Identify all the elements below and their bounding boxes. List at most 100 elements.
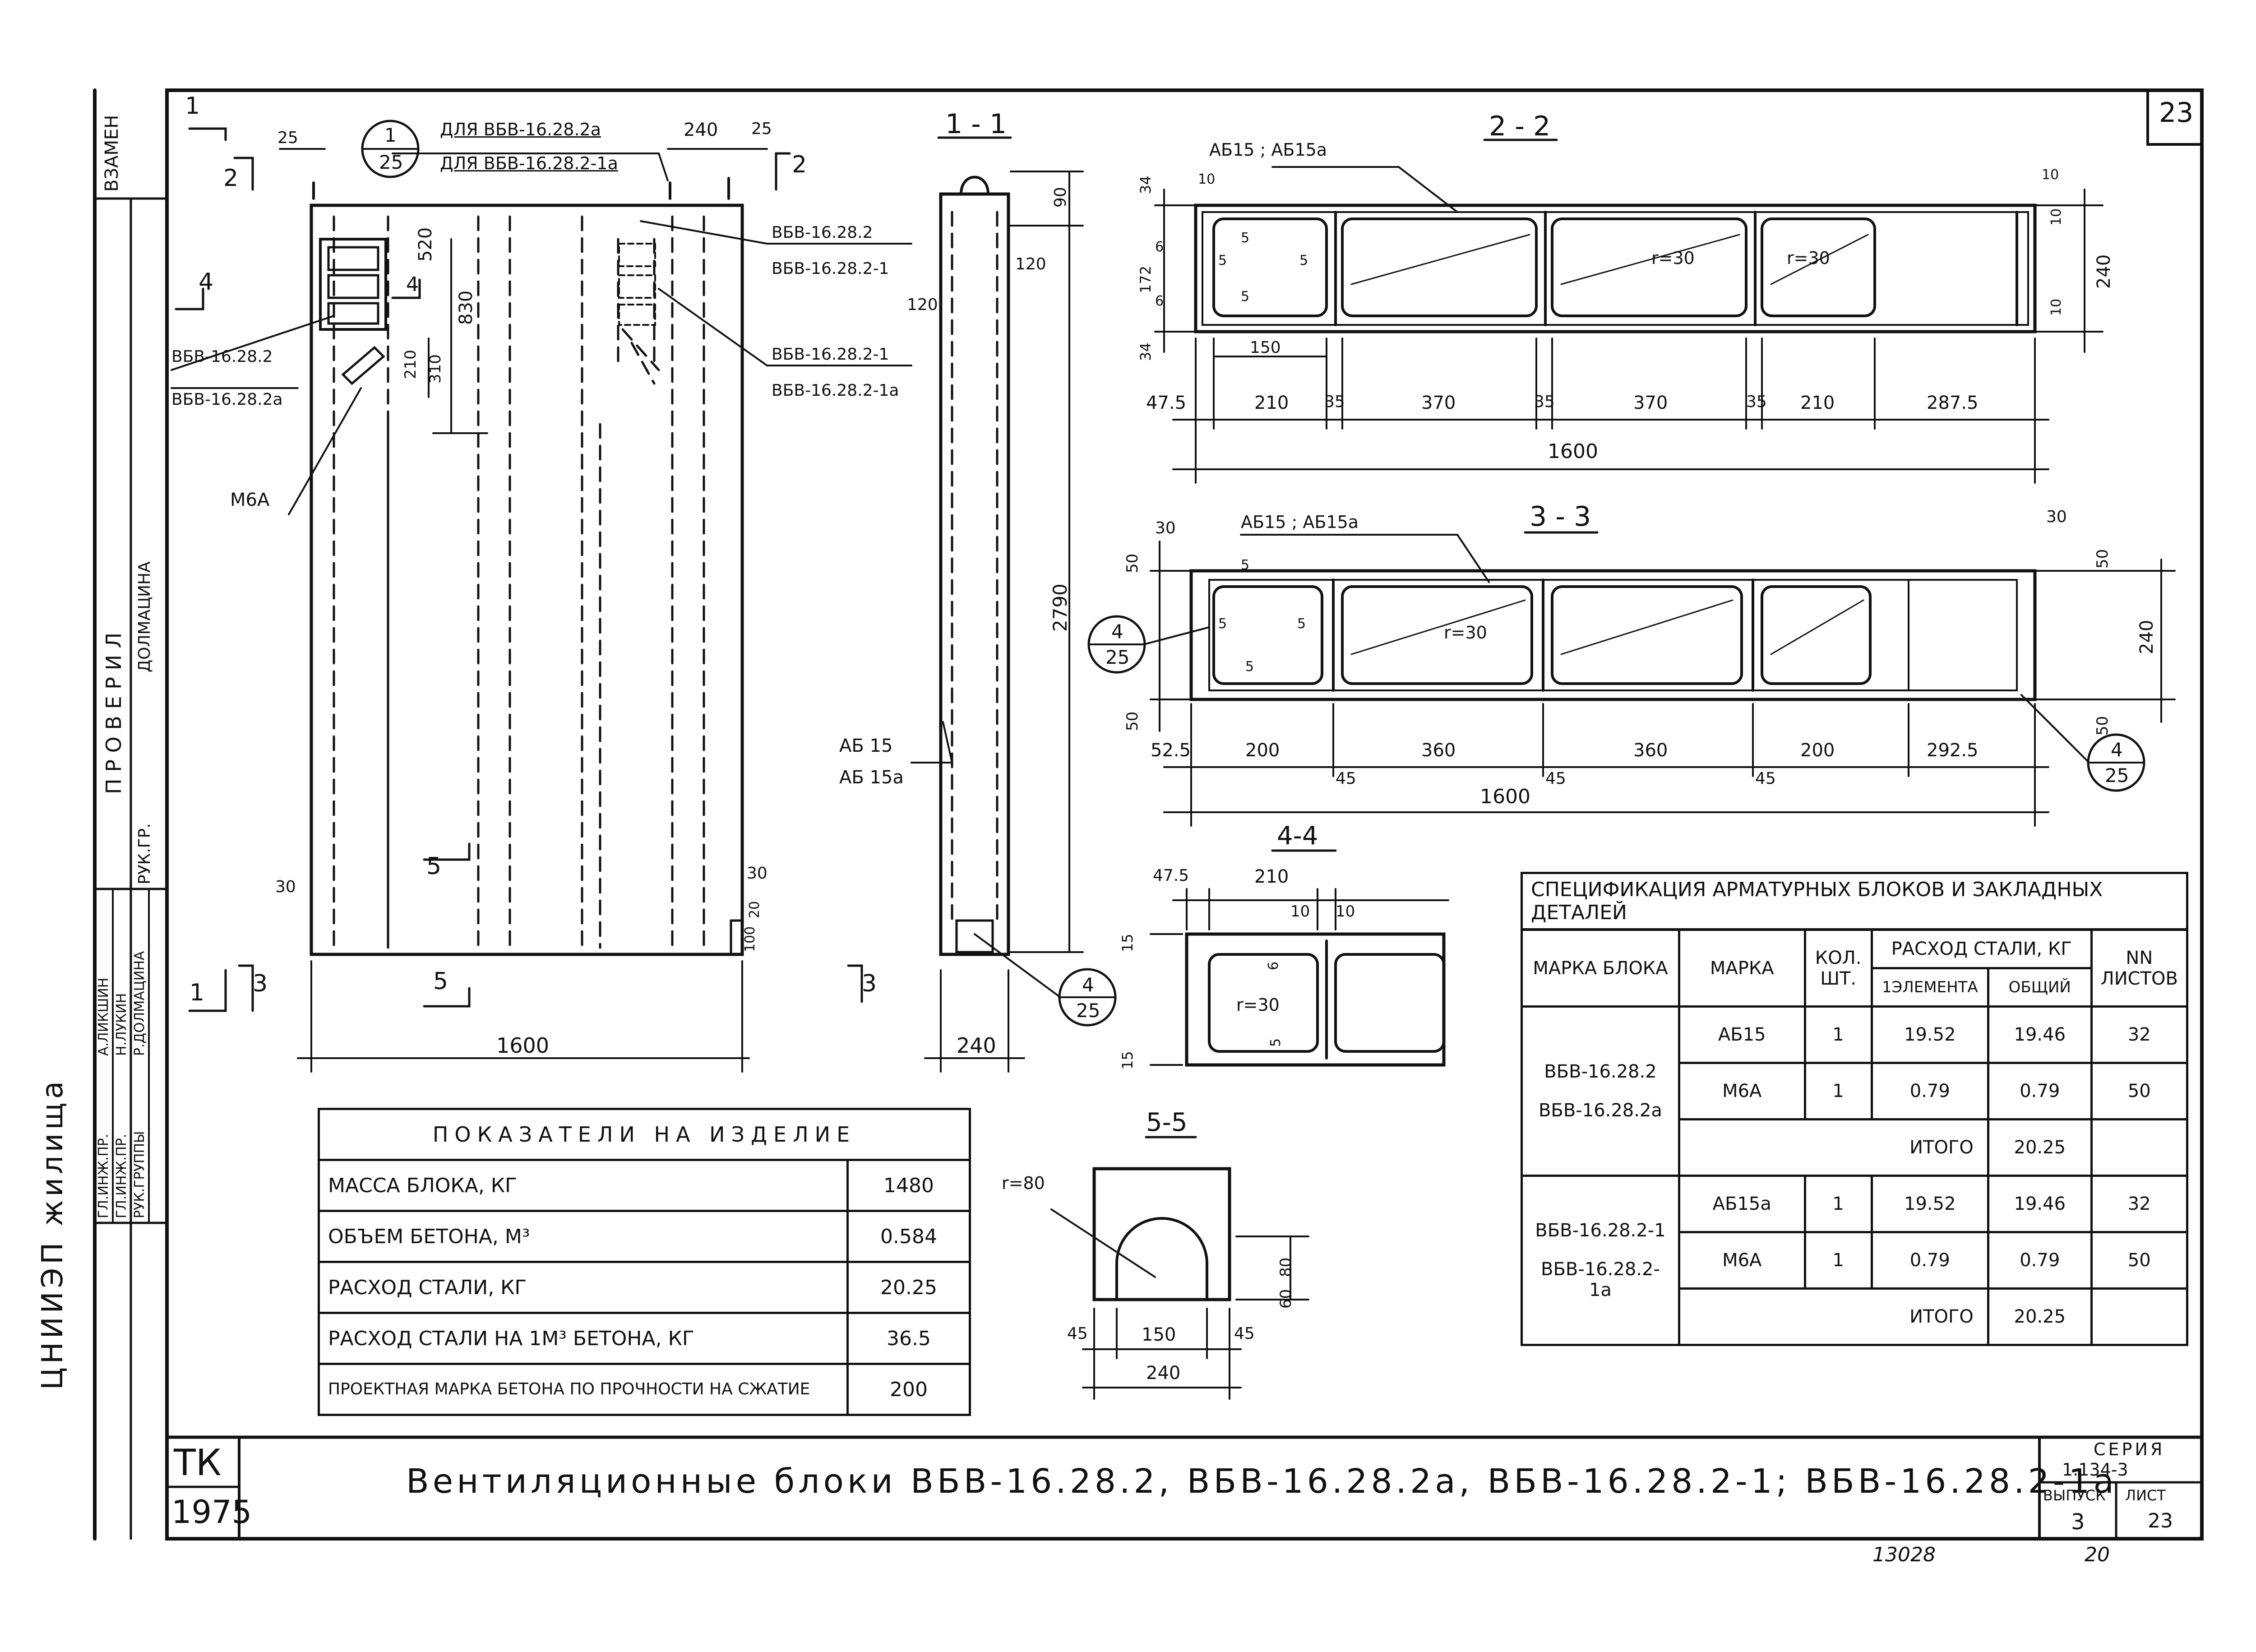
spec-total: 19.46	[1987, 1005, 2093, 1064]
s22-dim-l3: 6	[1155, 293, 1164, 309]
drawing-title: Вентиляционные блоки ВБВ-16.28.2, ВБВ-16…	[406, 1462, 2117, 1501]
s33-radius: r=30	[1444, 623, 1487, 643]
spec-one: 19.52	[1870, 1005, 1989, 1064]
callout-top-num: 1	[384, 124, 397, 146]
spec-head-mark: МАРКА	[1678, 928, 1806, 1008]
s22-dim-b0: 47.5	[1146, 393, 1187, 413]
table-row: ВБВ-16.28.2 ВБВ-16.28.2а АБ15 1 19.52 19…	[1521, 1005, 2189, 1177]
proverila-label: П Р О В Е Р И Л	[102, 632, 126, 794]
s22-dim-r1: 10	[2048, 298, 2064, 316]
note-a1: ДЛЯ ВБВ-16.28.2а	[440, 120, 601, 139]
s33-dim-b1: 200	[1245, 740, 1280, 761]
spec-mark: АБ15	[1678, 1005, 1806, 1064]
s22-total: 1600	[1548, 440, 1598, 463]
spec-one: 0.79	[1870, 1062, 1989, 1120]
signer-1-name: А.ЛИКШИН	[96, 977, 111, 1056]
elev-dim-310: 310	[426, 354, 444, 384]
s33-dim-r2: 240	[2136, 620, 2157, 654]
elev-dim-20: 20	[747, 901, 763, 918]
s44-dim-210: 210	[1254, 866, 1289, 887]
spec-sheet: 32	[2090, 1175, 2189, 1233]
signer-3-name: Р.ДОЛМАЦИНА	[132, 951, 148, 1056]
section-5-5-outline	[1092, 1167, 1231, 1301]
indicator-value: 1480	[846, 1159, 971, 1212]
s33-dim-r0: 30	[2046, 508, 2067, 526]
archive-number-2: 20	[2085, 1543, 2110, 1566]
s22-dim-r2: 240	[2094, 254, 2114, 289]
s11-rebar-1: АБ 15	[839, 736, 893, 756]
cut-mark-2-right: 2	[792, 151, 807, 178]
section-1-1-title: 1 - 1	[945, 108, 1007, 140]
issue-label: ВЫПУСК	[2043, 1487, 2106, 1504]
spec-sheet: 50	[2090, 1062, 2189, 1120]
s22-rebar: АБ15 ; АБ15а	[1209, 140, 1327, 160]
s33-callout-r-den: 25	[2105, 764, 2129, 787]
spec-mark: АБ15а	[1678, 1175, 1806, 1233]
spec-sheet: 32	[2090, 1005, 2189, 1064]
spec-block-cell: ВБВ-16.28.2-1 ВБВ-16.28.2-1а	[1521, 1175, 1680, 1346]
elev-dim-210: 210	[402, 350, 420, 379]
s22-dim-l2: 172	[1137, 265, 1154, 293]
s22-dim-b1: 210	[1254, 393, 1289, 413]
s33-dim-l1: 50	[1123, 553, 1142, 573]
cut-mark-3-left: 3	[253, 970, 268, 997]
spec-total: 0.79	[1987, 1231, 2093, 1290]
cut-mark-5-lower: 5	[433, 968, 448, 995]
table-row: ПРОЕКТНАЯ МАРКА БЕТОНА ПО ПРОЧНОСТИ НА С…	[318, 1363, 971, 1416]
archive-number: 13028	[1872, 1543, 1936, 1566]
spec-block-2: ВБВ-16.28.2-1а	[1541, 1259, 1660, 1300]
s33-callout-l-den: 25	[1105, 646, 1130, 668]
spec-qty: 1	[1803, 1062, 1873, 1120]
spec-head-nn: NN ЛИСТОВ	[2090, 928, 2189, 1008]
label-right-3: ВБВ-16.28.2-1	[772, 345, 889, 364]
indicator-value: 0.584	[846, 1210, 971, 1263]
list-label: ЛИСТ	[2125, 1487, 2166, 1504]
s33-callout-r-num: 4	[2111, 739, 2123, 761]
indicators-table: ПОКАЗАТЕЛИ НА ИЗДЕЛИЕ МАССА БЛОКА, КГ 14…	[318, 1108, 971, 1416]
s22-dim-b8: 287.5	[1927, 393, 1979, 413]
spec-head-block: МАРКА БЛОКА	[1521, 928, 1680, 1008]
cut-mark-5-upper: 5	[426, 853, 442, 880]
spec-title: СПЕЦИФИКАЦИЯ АРМАТУРНЫХ БЛОКОВ И ЗАКЛАДН…	[1521, 872, 2188, 931]
s33-dim-l0: 30	[1155, 519, 1176, 537]
s33-rebar: АБ15 ; АБ15а	[1241, 512, 1359, 532]
cut-mark-3-right: 3	[862, 970, 877, 997]
sheet-number: 23	[2159, 97, 2194, 129]
section-2-2-outline	[1194, 204, 2037, 333]
s33-inner-3: 5	[1245, 659, 1254, 675]
stamp-tk: ТК	[174, 1442, 222, 1484]
elev-dim-30-left: 30	[275, 878, 296, 896]
spec-mark: М6А	[1678, 1062, 1806, 1120]
s22-dim-b6: 35	[1746, 393, 1767, 411]
s44-dim-10-b: 10	[1336, 902, 1355, 921]
s22-inner-2: 5	[1299, 253, 1308, 268]
elev-width-dim: 1600	[496, 1033, 550, 1058]
spec-block-2: ВБВ-16.28.2а	[1538, 1100, 1662, 1121]
spec-total: 0.79	[1987, 1062, 2093, 1120]
label-right-4: ВБВ-16.28.2-1а	[772, 381, 899, 400]
signer-3-role: РУК.ГРУППЫ	[132, 1131, 148, 1218]
indicator-label: ПРОЕКТНАЯ МАРКА БЕТОНА ПО ПРОЧНОСТИ НА С…	[318, 1363, 849, 1416]
s55-dim-80: 80	[1277, 1257, 1295, 1277]
spec-qty: 1	[1803, 1005, 1873, 1064]
elev-dim-25-left: 25	[277, 129, 298, 147]
cut-mark-2-top: 2	[223, 165, 239, 192]
s44-radius: r=30	[1236, 995, 1280, 1015]
m6a-label: М6А	[230, 490, 270, 510]
s33-dim-r3: 50	[2094, 716, 2112, 736]
table-row: РАСХОД СТАЛИ НА 1М³ БЕТОНА, КГ 36.5	[318, 1312, 971, 1365]
spec-total: 19.46	[1987, 1175, 2093, 1233]
spec-head-qty: КОЛ. ШТ.	[1803, 928, 1873, 1008]
s22-dim-b2: 35	[1324, 393, 1345, 411]
signer-2-role: ГЛ.ИНЖ.ПР.	[114, 1134, 129, 1218]
section-3-3-title: 3 - 3	[1530, 501, 1591, 532]
elev-dim-25-right: 25	[751, 120, 772, 138]
issue-value: 3	[2071, 1509, 2085, 1535]
org-name: ЦНИИЭП жилища	[36, 1078, 69, 1390]
cut-mark-1-top: 1	[185, 93, 200, 120]
spec-head-steel: РАСХОД СТАЛИ, КГ	[1870, 928, 2093, 969]
table-row: ОБЪЕМ БЕТОНА, М³ 0.584	[318, 1210, 971, 1263]
s11-dim-2790: 2790	[1049, 583, 1071, 632]
indicator-label: МАССА БЛОКА, КГ	[318, 1159, 849, 1212]
